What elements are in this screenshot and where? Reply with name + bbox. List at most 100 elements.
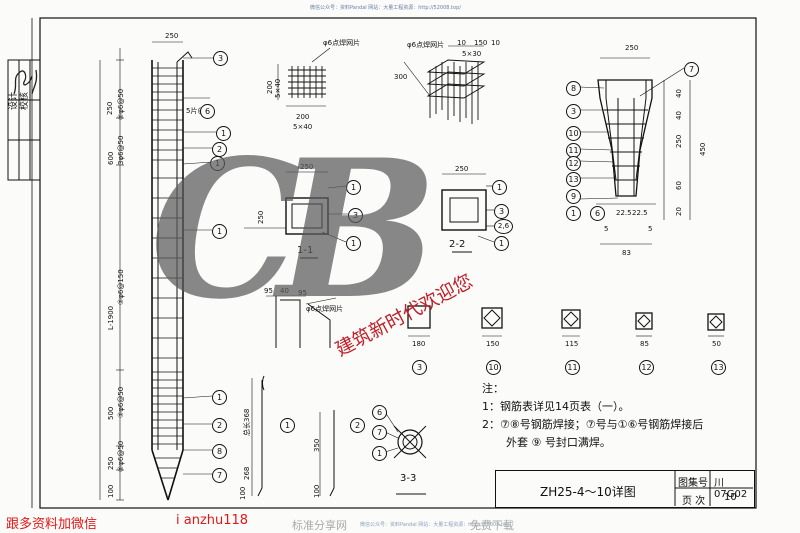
title-block: ZH25-4～10详图 图集号 川07G02 页 次 10 bbox=[495, 470, 755, 508]
tip-250: 250 bbox=[675, 134, 683, 148]
sq-mark-11: 11 bbox=[565, 360, 580, 375]
s22-mark-1: 1 bbox=[492, 180, 507, 195]
dim-10b: 10 bbox=[491, 39, 500, 47]
tip-mark-9: 9 bbox=[566, 189, 581, 204]
spec-mid: ③φ6@150 bbox=[117, 269, 125, 305]
top-watermark: 微信公众号：资料Pandal 网站：大量工程资源：http://52008.to… bbox=[310, 5, 461, 11]
contact-id: i anzhu118 bbox=[176, 513, 249, 528]
mesh-b-label: φ6点焊网片 bbox=[407, 41, 445, 49]
mesh-b-spacing: 5×30 bbox=[462, 50, 482, 58]
dim-tip-250: 250 bbox=[625, 44, 639, 52]
bar-95: 95 bbox=[264, 287, 273, 295]
length-L: L-1900 bbox=[107, 305, 115, 330]
note-1: 1：钢筋表详见14页表（一）。 bbox=[482, 400, 630, 413]
bar-350: 350 bbox=[313, 438, 321, 452]
drawing-title: ZH25-4～10详图 bbox=[540, 485, 636, 499]
bar-40: 40 bbox=[280, 287, 289, 295]
dim-top-250: 250 bbox=[165, 32, 179, 40]
s22-mark-1b: 1 bbox=[494, 236, 509, 251]
section-2-2: 2-2 bbox=[449, 239, 466, 250]
bar-mark-1: 1 bbox=[280, 418, 295, 433]
spec-top: ③φ6@50 bbox=[117, 88, 125, 120]
tip-mark-6: 6 bbox=[590, 206, 605, 221]
bar-100: 100 bbox=[239, 486, 247, 500]
sq-150: 150 bbox=[486, 340, 500, 348]
bar-268: 268 bbox=[243, 466, 251, 480]
sq-85: 85 bbox=[640, 340, 649, 348]
tip-mark-10: 10 bbox=[566, 126, 581, 141]
dim-600: 600 bbox=[107, 151, 115, 165]
mark-7: 7 bbox=[212, 468, 227, 483]
dim-150: 150 bbox=[474, 39, 488, 47]
dim-200: 200 bbox=[296, 113, 310, 121]
dim-500: 500 bbox=[107, 406, 115, 420]
share-download: 免费下载 bbox=[470, 519, 514, 532]
mesh-count: 5片@50 bbox=[186, 108, 213, 115]
atlas-label: 图集号 bbox=[678, 478, 708, 489]
tip-mark-11: 11 bbox=[566, 143, 581, 158]
sq-mark-13: 13 bbox=[711, 360, 726, 375]
mark-1-b: 1 bbox=[210, 156, 225, 171]
tip-450: 450 bbox=[699, 142, 707, 156]
bar-mark-2: 2 bbox=[350, 418, 365, 433]
tip-mark-13: 13 bbox=[566, 172, 581, 187]
mark-1-a: 1 bbox=[216, 126, 231, 141]
sq-115: 115 bbox=[565, 340, 579, 348]
bar-95b: 95 bbox=[298, 289, 307, 297]
page-label: 页 次 bbox=[682, 496, 706, 507]
s11-mark-1: 1 bbox=[346, 180, 361, 195]
x-mark-1: 1 bbox=[372, 446, 387, 461]
mesh-a-vdim: 200 bbox=[266, 80, 274, 94]
x-mark-6: 6 bbox=[372, 405, 387, 420]
s22-width: 250 bbox=[455, 165, 469, 173]
tip-5a: 5 bbox=[604, 225, 609, 233]
share-site: 标准分享网 bbox=[292, 519, 347, 532]
mesh-a-label: φ6点焊网片 bbox=[323, 39, 361, 47]
tip-mark-8: 8 bbox=[566, 81, 581, 96]
tip-mark-12: 12 bbox=[566, 156, 581, 171]
contact-text: 跟多资料加微信 bbox=[6, 517, 98, 532]
s22-mark-3: 3 bbox=[494, 204, 509, 219]
s11-mark-1b: 1 bbox=[346, 236, 361, 251]
note-2a: 2：⑦⑧号钢筋焊接；⑦号与①⑥号钢筋焊接后 bbox=[482, 418, 704, 431]
dim-100-low: 100 bbox=[107, 484, 115, 498]
mark-3-top: 3 bbox=[213, 51, 228, 66]
spec-bottom: ③φ6@50 bbox=[117, 440, 125, 472]
dim-250-col: 250 bbox=[106, 101, 114, 115]
tip-40: 40 bbox=[675, 111, 683, 120]
tip-mark-1: 1 bbox=[566, 206, 581, 221]
s11-width: 250 bbox=[300, 163, 314, 171]
sq-180: 180 bbox=[412, 340, 426, 348]
mark-8: 8 bbox=[212, 444, 227, 459]
bar-100b: 100 bbox=[313, 484, 321, 498]
share-url: 微信公众号：资料Pandal 网站：大量工程资源：http://52008.to… bbox=[360, 522, 511, 528]
dim-10: 10 bbox=[457, 39, 466, 47]
atlas-number: 川07G02 bbox=[714, 478, 748, 500]
dim-250-low: 250 bbox=[107, 456, 115, 470]
section-1-1: 1-1 bbox=[297, 245, 314, 256]
spec-2: 3φ6@50 bbox=[117, 135, 125, 165]
tip-20: 20 bbox=[675, 207, 683, 216]
mark-1-d: 1 bbox=[212, 390, 227, 405]
tip-60: 60 bbox=[675, 181, 683, 190]
section-3-3: 3-3 bbox=[400, 473, 417, 484]
tip-mark-3: 3 bbox=[566, 104, 581, 119]
tip-22-5-b: 22.5 bbox=[632, 209, 648, 217]
mark-2-b: 2 bbox=[212, 418, 227, 433]
sq-mark-3: 3 bbox=[412, 360, 427, 375]
watermark-logo: CB bbox=[150, 118, 438, 341]
notes-block: 注： 1：钢筋表详见14页表（一）。 2：⑦⑧号钢筋焊接；⑦号与①⑥号钢筋焊接后… bbox=[482, 380, 703, 452]
tip-83: 83 bbox=[622, 249, 631, 257]
tip-40b: 40 bbox=[675, 89, 683, 98]
s22-mark-26: 2,6 bbox=[494, 219, 513, 234]
note-2b: 外套 ⑨ 号封口满焊。 bbox=[506, 436, 611, 449]
mark-6: 6 bbox=[200, 104, 215, 119]
sq-50: 50 bbox=[712, 340, 721, 348]
tip-22-5-a: 22.5 bbox=[616, 209, 632, 217]
page-number: 10 bbox=[724, 492, 737, 503]
total-length: 总长368 bbox=[243, 408, 251, 436]
spec-lower: ③φ6@50 bbox=[117, 386, 125, 418]
s11-mark-3: 3 bbox=[348, 208, 363, 223]
tip-mark-7: 7 bbox=[684, 62, 699, 77]
